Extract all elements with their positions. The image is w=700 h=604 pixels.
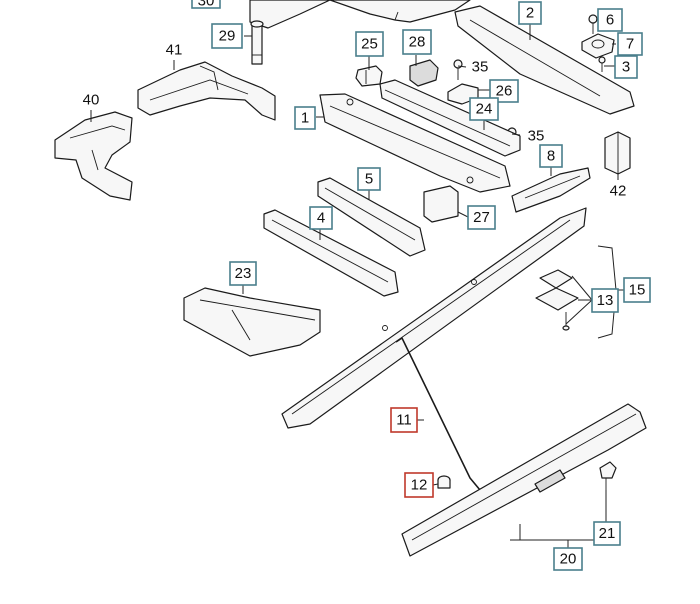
- svg-text:25: 25: [361, 36, 378, 53]
- callout-15: 15: [623, 277, 651, 303]
- callout-8: 8: [539, 144, 563, 168]
- callout-4: 4: [309, 206, 333, 230]
- floor-panel-top: [329, 0, 471, 23]
- svg-text:3: 3: [622, 59, 630, 76]
- callout-13: 13: [591, 288, 619, 313]
- panel-2: [454, 5, 635, 115]
- svg-text:15: 15: [629, 282, 646, 299]
- svg-text:2: 2: [526, 5, 534, 22]
- callout-35-lower: 35: [528, 128, 545, 145]
- bracket-8: [511, 167, 591, 213]
- svg-text:12: 12: [411, 477, 428, 494]
- rail-4: [263, 209, 399, 297]
- svg-text:20: 20: [560, 551, 577, 568]
- svg-text:7: 7: [626, 36, 634, 53]
- svg-text:27: 27: [473, 209, 490, 226]
- callout-6: 6: [597, 8, 623, 32]
- callout-5: 5: [357, 167, 381, 191]
- sill-trim-20: [401, 403, 647, 557]
- svg-text:35: 35: [528, 128, 545, 145]
- bracket-42: [604, 131, 631, 175]
- svg-text:13: 13: [597, 292, 614, 309]
- callout-3: 3: [614, 55, 638, 79]
- callout-20: 20: [553, 547, 583, 571]
- bolt-6: [588, 14, 598, 34]
- callout-30: 30: [191, 0, 221, 10]
- svg-text:41: 41: [166, 42, 183, 59]
- bracket-40: [54, 111, 133, 201]
- screw-35-upper: [453, 59, 463, 80]
- handle-28: [409, 59, 439, 87]
- callouts: 30 29 41 40 25 28 35 26 24: [83, 0, 651, 571]
- support-rod-11: [395, 336, 481, 491]
- rail-24: [379, 79, 521, 157]
- svg-text:23: 23: [235, 265, 252, 282]
- callout-11: 11: [390, 407, 418, 433]
- callout-12: 12: [404, 472, 434, 498]
- svg-text:1: 1: [301, 110, 309, 127]
- rail-5: [317, 177, 426, 257]
- foam-insert-23: [183, 287, 321, 357]
- block-27: [423, 185, 459, 223]
- svg-text:35: 35: [472, 59, 489, 76]
- callout-1: 1: [294, 106, 316, 130]
- callout-28: 28: [402, 29, 432, 55]
- svg-text:24: 24: [476, 101, 493, 118]
- svg-text:8: 8: [547, 148, 555, 165]
- callout-41: 41: [166, 42, 183, 59]
- callout-42: 42: [610, 183, 627, 200]
- svg-text:30: 30: [198, 0, 215, 10]
- cover-plate-13: [535, 269, 579, 331]
- svg-text:42: 42: [610, 183, 627, 200]
- callout-24: 24: [469, 97, 499, 121]
- callout-35-upper: 35: [472, 59, 489, 76]
- tie-down-ring-7: [581, 33, 615, 59]
- callout-23: 23: [229, 261, 257, 286]
- callout-26: 26: [489, 79, 519, 103]
- callout-21: 21: [593, 521, 621, 546]
- callout-27: 27: [467, 205, 496, 230]
- floor-panel-1: [319, 93, 511, 193]
- callout-25: 25: [355, 31, 384, 57]
- svg-text:21: 21: [599, 525, 616, 542]
- callout-2: 2: [518, 1, 542, 25]
- bracket-41: [137, 61, 276, 121]
- screw-3: [598, 56, 606, 72]
- clip-21: [599, 461, 617, 490]
- callout-7: 7: [617, 32, 643, 56]
- svg-text:29: 29: [219, 28, 236, 45]
- callout-29: 29: [211, 23, 243, 49]
- svg-text:6: 6: [606, 12, 614, 29]
- luggage-floor-cover: [281, 207, 587, 429]
- svg-text:26: 26: [496, 83, 513, 100]
- svg-text:11: 11: [396, 412, 412, 429]
- svg-text:40: 40: [83, 92, 100, 109]
- svg-text:5: 5: [365, 171, 373, 188]
- svg-text:4: 4: [317, 210, 325, 227]
- callout-40: 40: [83, 92, 100, 109]
- rubber-stop-12: [437, 475, 451, 489]
- bracket-30: [249, 0, 331, 29]
- svg-text:28: 28: [409, 34, 426, 51]
- pin-29: [250, 20, 264, 65]
